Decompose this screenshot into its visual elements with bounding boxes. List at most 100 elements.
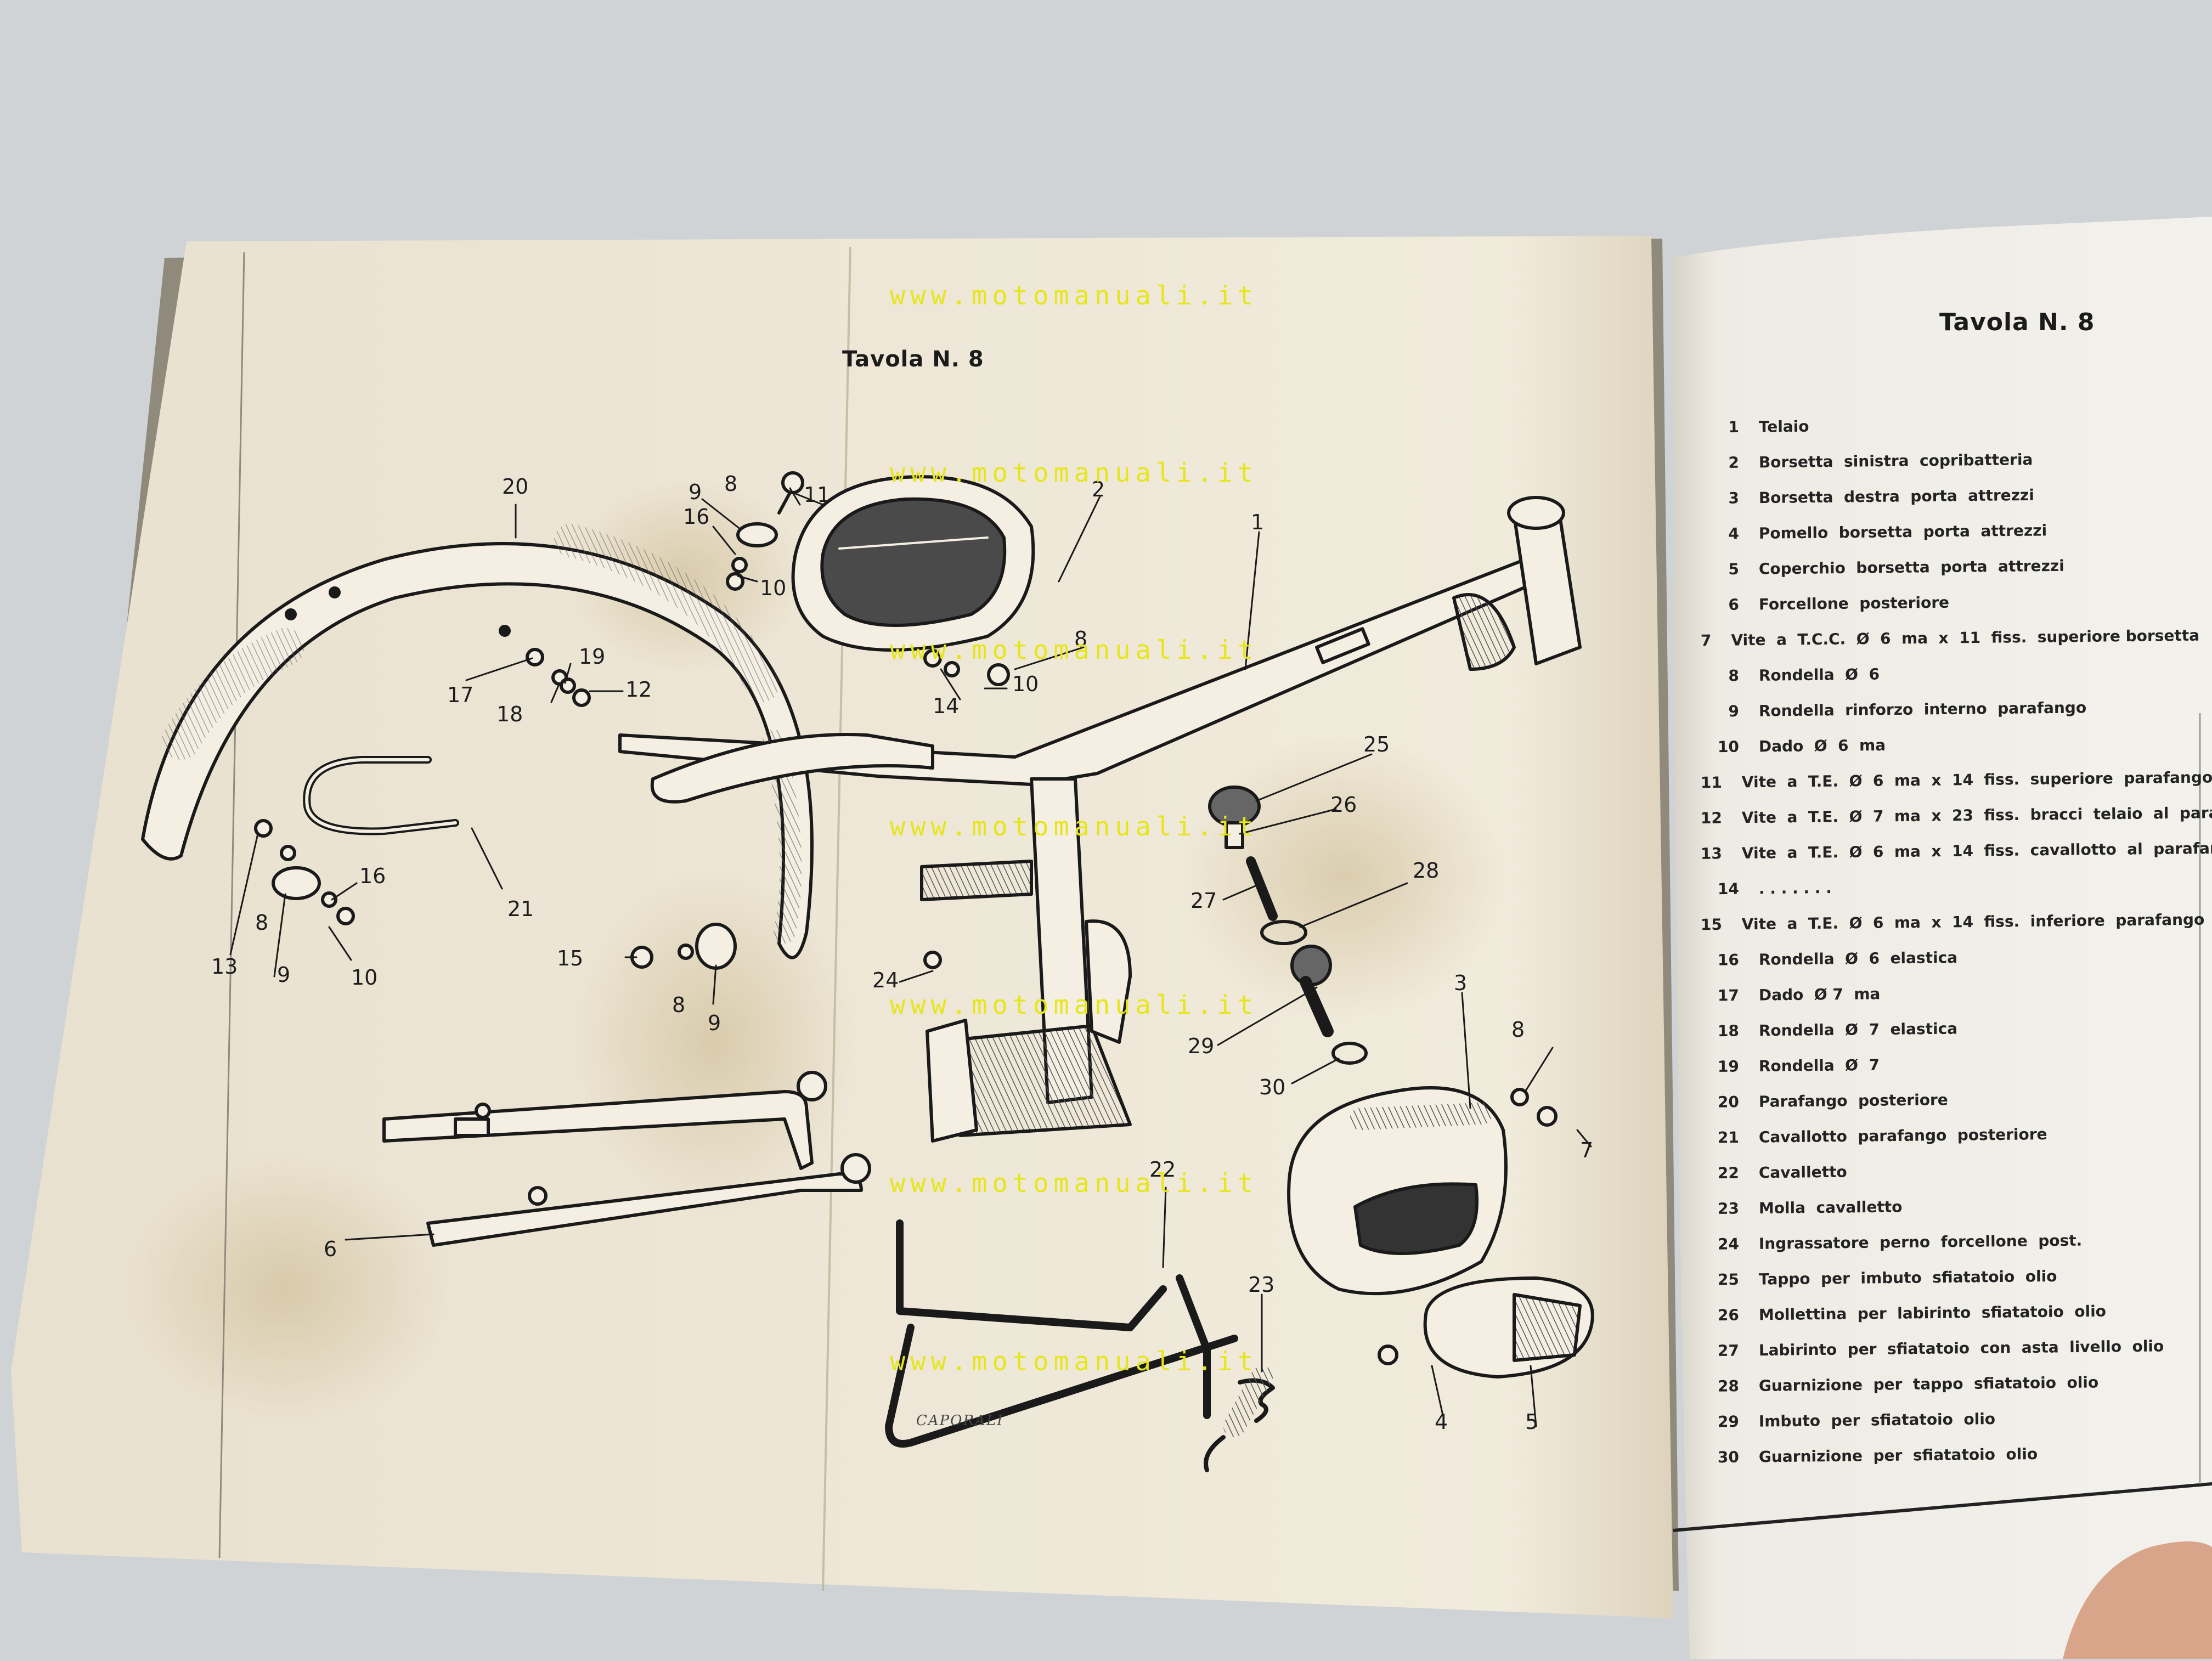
part-description: Guarnizione per sfiatatoio olio xyxy=(1758,1445,2038,1466)
part-number: 9 xyxy=(1728,702,1740,721)
part-number: 8 xyxy=(1728,666,1740,685)
part-number: 24 xyxy=(1717,1235,1740,1253)
right-page-title: Tavola N. 8 xyxy=(1939,308,2095,336)
part-number: 18 xyxy=(1717,1021,1740,1041)
part-number: 28 xyxy=(1717,1377,1740,1396)
part-description: Telaio xyxy=(1758,417,1809,436)
callout-label: 20 xyxy=(502,474,528,499)
illustrator-signature: CAPORALI xyxy=(916,1413,1004,1429)
part-number: 27 xyxy=(1717,1341,1740,1360)
callout-label: 2 xyxy=(1092,477,1105,501)
callout-label: 8 xyxy=(255,911,268,935)
callout-label: 16 xyxy=(683,505,709,529)
callout-label: 17 xyxy=(447,683,473,707)
callout-label: 8 xyxy=(1074,627,1087,651)
part-row: 25 Tappo per imbuto sfiatatoio olio xyxy=(1701,1265,2195,1306)
part-description: Dado Ø 7 ma xyxy=(1758,985,1881,1004)
part-number: 16 xyxy=(1717,951,1740,969)
part-number: 25 xyxy=(1717,1270,1740,1289)
part-number: 12 xyxy=(1700,809,1722,827)
part-number: 21 xyxy=(1717,1128,1740,1147)
callout-label: 12 xyxy=(625,677,652,702)
part-description: Mollettina per labirinto sfiatatoio olio xyxy=(1758,1302,2107,1324)
part-number: 20 xyxy=(1717,1093,1740,1111)
right-page-rule xyxy=(1673,1482,2212,1532)
callout-label: 19 xyxy=(579,645,605,669)
fasteners xyxy=(254,471,1558,1365)
part-row: 2 Borsetta sinistra copribatteria xyxy=(1701,449,2195,489)
callout-label: 29 xyxy=(1188,1034,1214,1058)
part-description: Tappo per imbuto sfiatatoio olio xyxy=(1758,1267,2057,1289)
leader-lines xyxy=(229,487,1592,1427)
part-number: 3 xyxy=(1728,489,1740,507)
part-description: Borsetta sinistra copribatteria xyxy=(1758,450,2033,472)
part-number: 23 xyxy=(1717,1199,1740,1218)
part-description: Molla cavalletto xyxy=(1758,1197,1903,1218)
toolbox-right xyxy=(1287,1086,1508,1296)
callout-label: 18 xyxy=(496,702,523,726)
battery-cover-left xyxy=(791,475,1035,652)
callout-label: 26 xyxy=(1330,793,1357,817)
part-description: Pomello borsetta porta attrezzi xyxy=(1758,521,2047,543)
part-row: 16 Rondella Ø 6 elastica xyxy=(1701,946,2195,987)
callout-label: 6 xyxy=(324,1237,337,1261)
part-number: 19 xyxy=(1717,1057,1740,1076)
part-description: Parafango posteriore xyxy=(1758,1091,1948,1111)
part-description: Rondella Ø 6 elastica xyxy=(1758,948,1958,969)
part-number: 22 xyxy=(1717,1163,1740,1183)
callout-label: 7 xyxy=(1580,1138,1593,1162)
swingarm xyxy=(382,1071,871,1247)
callout-label: 10 xyxy=(760,576,786,600)
left-page-title: Tavola N. 8 xyxy=(842,347,984,372)
oil-breather xyxy=(1208,786,1368,1065)
part-description: Ingrassatore perno forcellone post. xyxy=(1758,1231,2083,1253)
part-description: Imbuto per sfiatatoio olio xyxy=(1758,1410,1996,1431)
part-number: 13 xyxy=(1700,844,1722,863)
part-number: 11 xyxy=(1700,773,1722,792)
part-number: 14 xyxy=(1717,879,1740,899)
callout-label: 16 xyxy=(359,864,386,888)
callout-label: 25 xyxy=(1363,732,1390,756)
callout-label: 1 xyxy=(1251,510,1264,534)
part-row: 28 Guarnizione per tappo sfiatatoio olio xyxy=(1701,1372,2195,1413)
spread-fold xyxy=(822,246,851,1591)
part-description: Rondella rinforzo interno parafango xyxy=(1758,698,2087,720)
callout-label: 3 xyxy=(1454,971,1467,995)
callout-label: 8 xyxy=(672,993,685,1017)
part-description: Coperchio borsetta porta attrezzi xyxy=(1758,556,2064,578)
part-row: 23 Molla cavalletto xyxy=(1701,1195,2195,1235)
part-description: . . . . . . . xyxy=(1758,878,1832,898)
part-row: 21 Cavallotto parafango posteriore xyxy=(1701,1123,2195,1164)
part-number: 2 xyxy=(1728,453,1740,472)
part-row: 20 Parafango posteriore xyxy=(1701,1088,2195,1129)
callout-label: 15 xyxy=(557,946,583,970)
part-number: 6 xyxy=(1728,595,1740,614)
right-page xyxy=(1673,217,2212,1659)
part-row: 9 Rondella rinforzo interno parafango xyxy=(1701,697,2195,738)
part-description: Guarnizione per tappo sfiatatoio olio xyxy=(1758,1373,2099,1395)
part-description: Cavallotto parafango posteriore xyxy=(1758,1125,2047,1146)
part-number: 4 xyxy=(1728,524,1740,543)
part-row: 4 Pomello borsetta porta attrezzi xyxy=(1701,520,2195,561)
callout-label: 8 xyxy=(1511,1018,1525,1042)
callout-label: 9 xyxy=(277,963,290,987)
center-stand xyxy=(885,1219,1238,1448)
callout-label: 4 xyxy=(1435,1410,1448,1434)
